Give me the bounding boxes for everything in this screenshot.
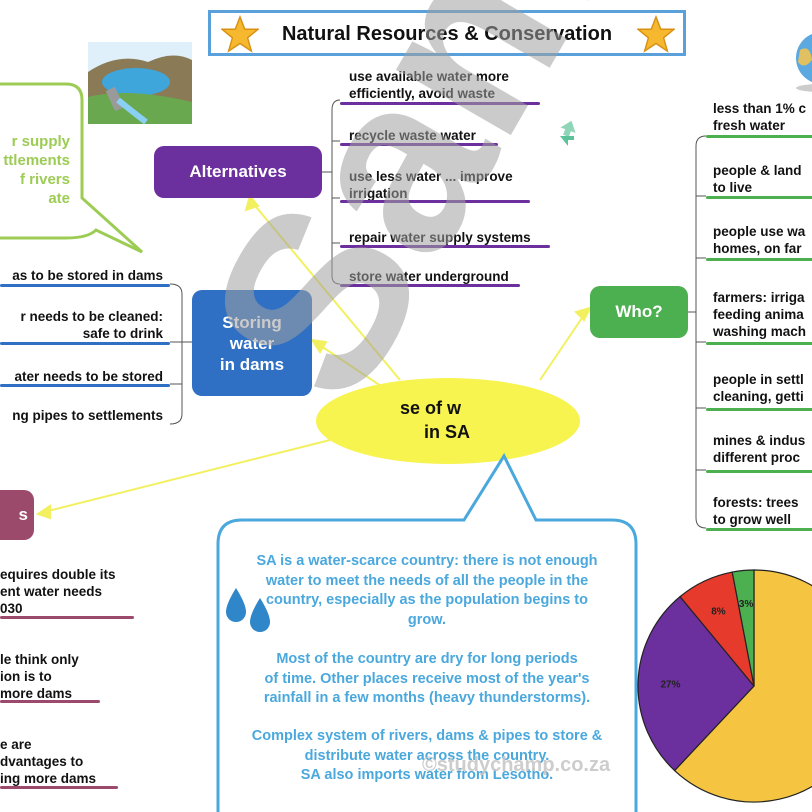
storing-item: r needs to be cleaned: [20,309,163,324]
storing-underline [0,384,170,387]
globe-icon [796,34,812,92]
pie-chart: 62%27%8%3% [637,569,812,803]
who-underline [706,258,812,261]
alternatives-underline [340,200,530,203]
star-icon [221,15,259,53]
alternatives-item: store water underground [349,269,509,284]
storing-item: as to be stored in dams [12,268,163,283]
speech-bubble-green-text: r supply ttlements f rivers ate [3,133,70,207]
pie-slice-yellow [673,569,812,803]
bubble-paragraph-2: Most of the country are dry for long per… [263,651,591,706]
storing-water-node: Storing water in dams [192,290,312,396]
storing-item: ater needs to be stored [14,369,163,384]
who-underline [706,196,812,199]
who-underline [706,342,812,345]
alternatives-item: use less water ... improve irrigation [349,169,513,201]
pie-label: 3% [739,599,754,610]
water-drops-icon [226,588,270,632]
alternatives-item: repair water supply systems [349,230,531,245]
who-node: Who? [590,286,688,338]
center-node-line1: se of w [400,398,462,418]
storing-item: safe to drink [82,326,163,341]
who-underline [706,528,812,531]
who-underline [706,135,812,138]
left-underline [0,616,134,619]
alternatives-node: Alternatives [154,146,322,198]
pie-label: 8% [711,606,726,617]
consequences-node: s [0,490,34,540]
left-underline [0,786,118,789]
recycle-icon [560,120,576,146]
alternatives-underline [340,245,550,248]
who-underline [706,408,812,411]
page-title: Natural Resources & Conservation [281,23,613,45]
alternatives-underline [340,143,498,146]
credit-text: ©studychamp.co.za [422,754,611,776]
title-box: Natural Resources & Conservation [208,10,686,56]
alternatives-item: recycle waste water [349,128,476,143]
bubble-paragraph-1: SA is a water-scarce country: there is n… [256,553,598,628]
storing-item: ng pipes to settlements [12,408,163,423]
pie-slice-green [731,569,755,687]
alternatives-underline [340,102,540,105]
left-underline [0,700,100,703]
storing-underline [0,284,170,287]
dam-illustration [88,42,192,124]
center-node [316,378,580,464]
alternatives-underline [340,284,520,287]
alternatives-item: use available water more efficiently, av… [349,69,509,101]
storing-underline [0,342,170,345]
pie-label: 27% [661,679,681,690]
pie-slice-purple [637,595,755,772]
center-node-line2: in SA [424,422,471,442]
speech-bubble-blue [216,452,638,812]
bubble-paragraph-3: Complex system of rivers, dams & pipes t… [251,728,603,783]
who-underline [706,470,812,473]
star-icon [637,15,675,53]
speech-bubble-green [0,82,144,254]
